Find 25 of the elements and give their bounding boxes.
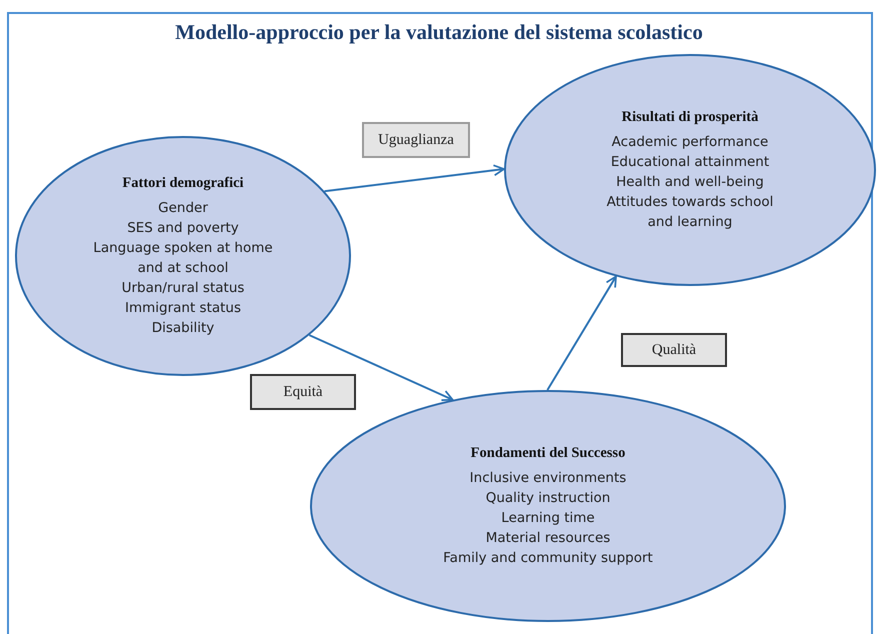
list-item: Gender: [158, 198, 208, 218]
list-item: Health and well-being: [616, 172, 764, 192]
list-item: Family and community support: [443, 548, 653, 568]
diagram-title: Modello-approccio per la valutazione del sistema scolastico: [174, 20, 704, 45]
node-heading: Risultati di prosperità: [622, 108, 758, 126]
list-item: Language spoken at home and at school: [92, 238, 274, 278]
arrow: [308, 334, 454, 402]
list-item: Attitudes towards school and learning: [606, 192, 774, 232]
node-heading: Fondamenti del Successo: [470, 444, 626, 462]
list-item: Urban/rural status: [122, 278, 244, 298]
node-heading: Fattori demografici: [122, 174, 244, 192]
list-item: Inclusive environments: [470, 468, 626, 488]
label-box: Uguaglianza: [362, 122, 470, 158]
list-item: Immigrant status: [124, 298, 242, 318]
label-box: Qualità: [621, 333, 727, 367]
list-item: Academic performance: [612, 132, 768, 152]
list-item: Educational attainment: [610, 152, 770, 172]
list-item: Quality instruction: [486, 488, 610, 508]
list-item: Material resources: [486, 528, 610, 548]
list-item: SES and poverty: [127, 218, 239, 238]
list-item: Disability: [152, 318, 214, 338]
arrow: [324, 164, 505, 192]
list-item: Learning time: [501, 508, 595, 528]
label-box: Equità: [250, 374, 356, 410]
arrow: [546, 276, 617, 391]
